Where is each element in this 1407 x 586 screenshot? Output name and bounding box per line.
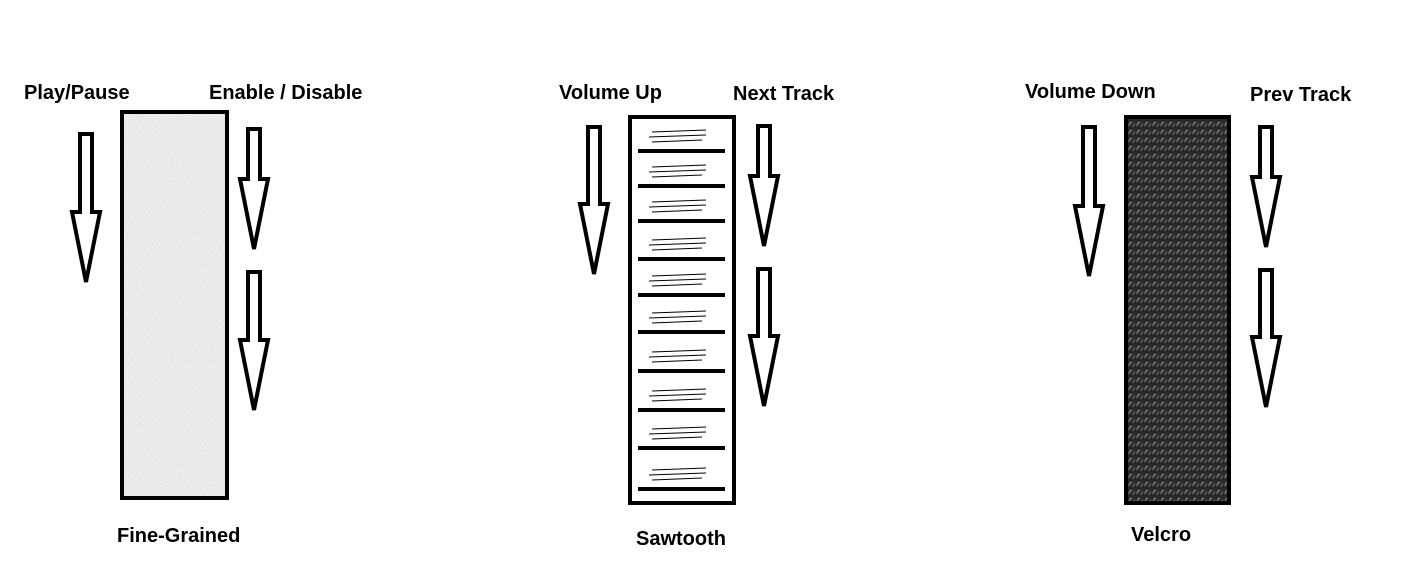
texture-label-velcro: Velcro	[1131, 524, 1192, 546]
double-swipe-arrow-next-track-2	[747, 267, 781, 407]
sawtooth-hatch	[648, 169, 707, 173]
gesture-label-enable-disable: Enable / Disable	[209, 82, 363, 104]
sawtooth-hatch	[651, 129, 707, 133]
single-swipe-arrow-volume-up	[577, 125, 611, 275]
double-swipe-arrow-prev-track-1	[1249, 125, 1283, 248]
sawtooth-hatch	[648, 315, 707, 319]
sawtooth-hatch	[648, 204, 707, 208]
sawtooth-hatch	[651, 477, 703, 481]
sawtooth-hatch	[651, 436, 703, 440]
sawtooth-hatch	[648, 134, 707, 138]
double-swipe-arrow-enable-disable-2	[237, 270, 271, 411]
sawtooth-hatch	[651, 139, 703, 143]
sawtooth-hatch	[651, 237, 707, 241]
texture-label-fine-grained: Fine-Grained	[117, 525, 241, 547]
sawtooth-hatch	[648, 431, 707, 435]
sawtooth-hatch	[651, 398, 703, 402]
swipe-arrows	[69, 124, 1283, 411]
texture-label-sawtooth: Sawtooth	[636, 528, 726, 550]
sawtooth-hatch	[651, 283, 703, 287]
sawtooth-hatch	[648, 354, 707, 358]
sawtooth-hatch	[648, 242, 707, 246]
sawtooth-ridges	[638, 129, 725, 491]
double-swipe-arrow-prev-track-2	[1249, 268, 1283, 408]
gesture-label-prev-track: Prev Track	[1250, 84, 1352, 106]
sawtooth-hatch	[651, 247, 703, 251]
sawtooth-hatch	[651, 199, 707, 203]
sawtooth-hatch	[648, 393, 707, 397]
sawtooth-hatch	[651, 359, 703, 363]
sawtooth-hatch	[651, 349, 707, 353]
sawtooth-hatch	[651, 273, 707, 277]
sawtooth-hatch	[651, 320, 703, 324]
sawtooth-hatch	[651, 426, 707, 430]
velcro-strip	[1124, 115, 1231, 505]
sawtooth-hatch	[648, 472, 707, 476]
fine-grained-strip	[120, 110, 229, 500]
gesture-label-play-pause: Play/Pause	[24, 82, 130, 104]
sawtooth-hatch	[648, 278, 707, 282]
sawtooth-hatch	[651, 310, 707, 314]
double-swipe-arrow-enable-disable-1	[237, 127, 271, 250]
sawtooth-strip	[628, 115, 736, 505]
gesture-label-volume-down: Volume Down	[1025, 81, 1156, 103]
single-swipe-arrow-volume-down	[1072, 125, 1106, 277]
single-swipe-arrow-play-pause	[69, 132, 103, 283]
gesture-label-next-track: Next Track	[733, 83, 835, 105]
sawtooth-hatch	[651, 467, 707, 471]
sawtooth-hatch	[651, 174, 703, 178]
sawtooth-hatch	[651, 209, 703, 213]
double-swipe-arrow-next-track-1	[747, 124, 781, 247]
gesture-label-volume-up: Volume Up	[559, 82, 662, 104]
sawtooth-hatch	[651, 164, 707, 168]
sawtooth-hatch	[651, 388, 707, 392]
